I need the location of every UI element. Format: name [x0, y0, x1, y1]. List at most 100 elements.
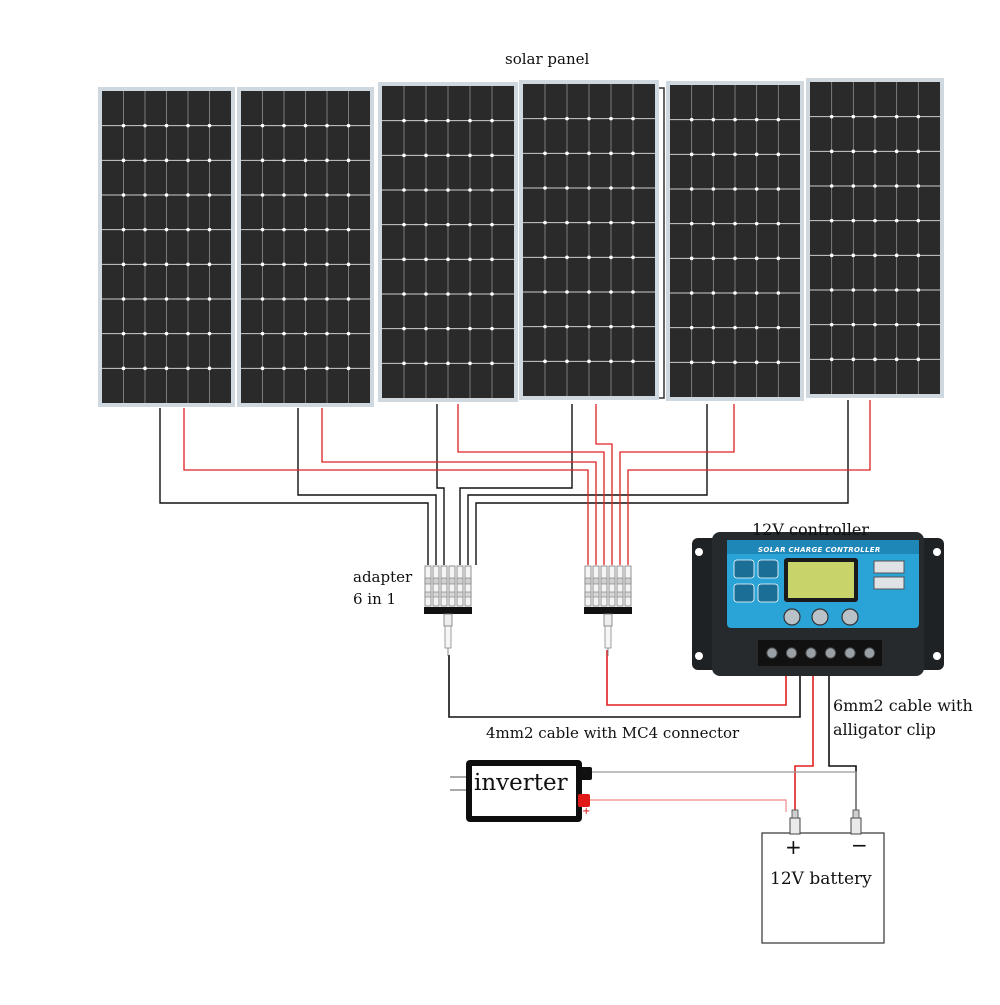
mc4-connector-icon [464, 565, 472, 607]
terminal-block [758, 640, 882, 666]
panel-cell-dot [851, 357, 856, 362]
panel-cell-dot [733, 187, 737, 191]
panel-cell-dot [754, 117, 759, 122]
panel-cell-dot [121, 262, 126, 267]
panel-cell-dot [829, 357, 834, 362]
panel-cell-dot [733, 325, 737, 330]
controller-button [841, 608, 859, 626]
panel-cell-dot [325, 123, 329, 128]
panel-cell-dot [121, 158, 126, 163]
panel-cell-dot [121, 227, 126, 232]
inverter-negative-terminal [580, 767, 592, 780]
panel-cell-dot [733, 291, 737, 295]
panel-cell-dot [873, 288, 877, 292]
panel-cell-dot [565, 116, 569, 121]
panel-cell-dot [260, 123, 265, 128]
mount-hole [695, 652, 703, 660]
panel-cell-dot [609, 151, 613, 156]
panel-cell-dot [851, 114, 856, 119]
panel-cell-dot [282, 262, 286, 267]
panel-cell-dot [468, 188, 472, 192]
mc4-connector-ring [600, 577, 608, 585]
panel-cell-dot [207, 297, 212, 301]
panel-cell-dot [543, 290, 547, 294]
mc4-connector-ring [440, 577, 448, 585]
panel-cell-dot [609, 220, 613, 225]
positive-wire [627, 400, 871, 565]
battery-terminal [850, 817, 862, 835]
lcd-screen [788, 562, 854, 598]
panel-cell-dot [121, 331, 126, 336]
panel-cell-dot [282, 366, 286, 371]
panel-cell-dot [543, 359, 547, 364]
sun-icon [757, 559, 779, 579]
panel-cell-dot [543, 220, 547, 225]
adapter-bar [584, 607, 632, 614]
panel-cell-dot [631, 324, 635, 329]
panel-cell-dot [829, 184, 834, 188]
panel-cell-dot [282, 193, 286, 197]
panel-cell-dot [468, 153, 472, 158]
inverter-face [472, 766, 576, 816]
panel-cell-dot [711, 325, 716, 330]
terminal-screw [805, 647, 817, 659]
panel-cell-dot [543, 324, 547, 329]
panel-cell-dot [260, 227, 265, 232]
panel-cell-dot [424, 118, 428, 123]
panel-cell-dot [207, 227, 212, 232]
panel-cell-dot [916, 253, 921, 258]
panel-cell-dot [121, 366, 126, 371]
solar-panel-3 [378, 82, 518, 402]
controller-button [811, 608, 829, 626]
panel-cell-dot [468, 361, 472, 366]
panel-cell-dot [851, 218, 856, 223]
panel-cell-dot [894, 322, 899, 327]
panel-cell-dot [303, 262, 308, 267]
mc4-connector-icon [443, 613, 453, 627]
terminal-screw [844, 647, 856, 659]
panel-cell-dot [325, 158, 329, 163]
panel-cell-dot [164, 158, 169, 163]
panel-cell-dot [916, 218, 921, 223]
panel-cell-dot [303, 227, 308, 232]
panel-cell-dot [776, 325, 781, 330]
panel-cell-dot [851, 288, 856, 292]
mc4-connector-icon [616, 565, 624, 607]
panel-cell-dot [282, 158, 286, 163]
panel-cell-dot [143, 366, 147, 371]
battery-minus-label: − [851, 833, 868, 857]
panel-cell-dot [829, 218, 834, 223]
panel-cell-dot [754, 360, 759, 365]
panel-cell-dot [446, 326, 450, 331]
panel-cell-dot [609, 186, 613, 190]
panel-cell-dot [164, 227, 169, 232]
panel-cell-dot [164, 262, 169, 267]
panel-cell-dot [424, 292, 428, 296]
panel-cell-dot [916, 357, 921, 362]
panel-cell-dot [143, 262, 147, 267]
positive-wire [183, 408, 589, 565]
mc4-connector-ring [456, 591, 464, 598]
panel-cell-dot [754, 152, 759, 157]
panel-cell-dot [587, 186, 591, 190]
panel-cell-dot [490, 292, 494, 296]
panel-cell-dot [468, 118, 472, 123]
positive-wire [457, 404, 605, 565]
usb-port-icon [873, 576, 905, 590]
panel-cell-dot [689, 187, 694, 191]
panel-cell-dot [565, 151, 569, 156]
panel-cell-dot [402, 361, 406, 366]
panel-cell-dot [402, 118, 406, 123]
panel-cell-dot [121, 193, 126, 197]
panel-cell-dot [424, 326, 428, 331]
panel-icon [733, 559, 755, 579]
panel-cell-dot [631, 151, 635, 156]
panel-cell-dot [303, 193, 308, 197]
mc4-connector-ring [464, 577, 472, 585]
battery-icon [757, 583, 779, 603]
cable-4mm-label: 4mm2 cable with MC4 connector [486, 724, 740, 742]
controller-button [783, 608, 801, 626]
mc4-connector-ring [608, 591, 616, 598]
panel-cell-dot [325, 262, 329, 267]
adapter-label-line1: adapter [353, 568, 413, 586]
